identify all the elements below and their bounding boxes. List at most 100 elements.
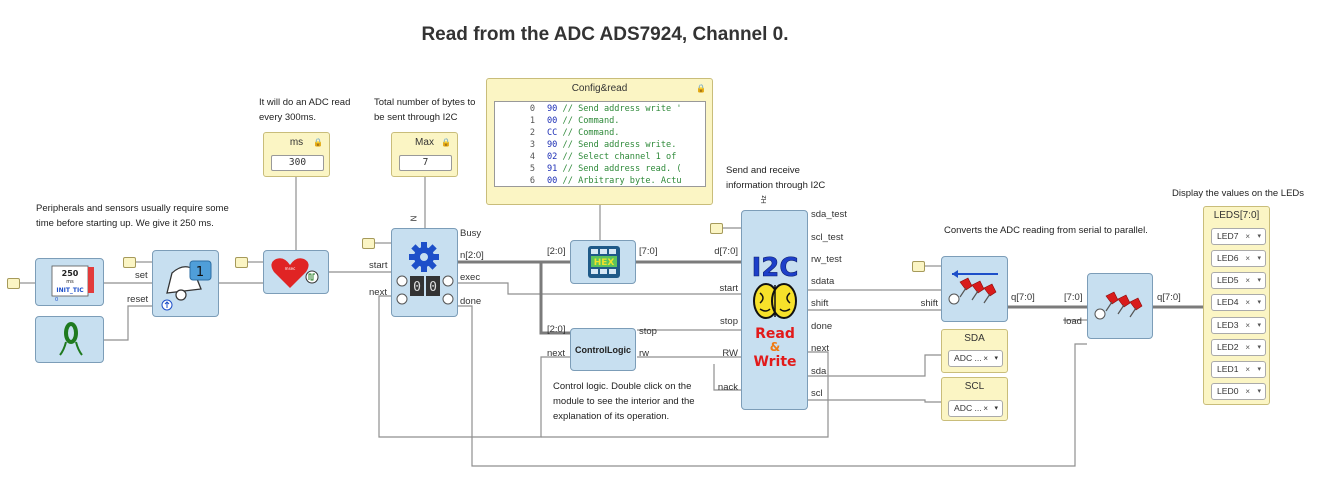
parallel-register-block[interactable]	[1087, 273, 1153, 339]
chevron-down-icon[interactable]: ▾	[994, 355, 998, 362]
ms-param[interactable]: ms🔒 300	[263, 132, 330, 177]
scl-select-value: ADC ...	[954, 403, 982, 413]
control-logic-block[interactable]: ControlLogic	[570, 328, 636, 371]
clear-icon[interactable]: ×	[1245, 365, 1250, 374]
input-port-box[interactable]	[123, 257, 136, 268]
clear-icon[interactable]: ×	[983, 354, 988, 363]
startup-sensor-block[interactable]	[35, 316, 104, 363]
led-select[interactable]: LED4×▾	[1211, 294, 1266, 311]
chevron-down-icon[interactable]: ▾	[1257, 255, 1261, 262]
code-comment: // Command.	[562, 116, 620, 126]
port-stop: stop	[639, 326, 657, 337]
port-bus-7-0: [7:0]	[1064, 292, 1083, 303]
bell-icon: 1	[161, 260, 212, 311]
port-busy: Busy	[460, 228, 482, 239]
chevron-down-icon[interactable]: ▾	[1257, 366, 1261, 373]
port-q: q[7:0]	[1011, 292, 1035, 303]
i2c-block[interactable]: I2C Read & Write	[741, 210, 808, 410]
line-number: 4	[529, 152, 535, 162]
code-comment: // Select channel 1 of	[562, 152, 677, 162]
startup-comment: Peripherals and sensors usually require …	[36, 203, 229, 229]
clear-icon[interactable]: ×	[1245, 387, 1250, 396]
line-number: 0	[529, 104, 535, 114]
init-timer-block[interactable]: 250 ms INIT_TIC 0	[35, 258, 104, 306]
port-nack: nack	[717, 382, 738, 393]
led-select[interactable]: LED3×▾	[1211, 317, 1266, 334]
chevron-down-icon[interactable]: ▾	[1257, 344, 1261, 351]
adc-period-comment: It will do an ADC read every 300ms.	[259, 97, 351, 123]
chevron-down-icon[interactable]: ▾	[1257, 322, 1261, 329]
led-select[interactable]: LED6×▾	[1211, 250, 1266, 267]
port-scl-test: scl_test	[811, 232, 844, 243]
input-port-box[interactable]	[912, 261, 925, 272]
clear-icon[interactable]: ×	[1245, 276, 1250, 285]
chevron-down-icon[interactable]: ▾	[1257, 299, 1261, 306]
hex-value: 02	[547, 152, 558, 162]
hex-value: 90	[547, 104, 558, 114]
sda-output[interactable]: SDA ADC ... × ▾	[941, 329, 1008, 373]
clear-icon[interactable]: ×	[1245, 232, 1250, 241]
led-select[interactable]: LED0×▾	[1211, 383, 1266, 400]
input-port-box[interactable]	[362, 238, 375, 249]
scl-output[interactable]: SCL ADC ... × ▾	[941, 377, 1008, 421]
port-rw: RW	[722, 348, 738, 359]
port-next: next	[547, 348, 565, 359]
port-scl: scl	[811, 388, 823, 399]
ms-value[interactable]: 300	[271, 155, 324, 171]
port-n: n[2:0]	[460, 250, 484, 261]
counter-block[interactable]: 0 0	[391, 228, 458, 317]
display-comment: Display the values on the LEDs	[1172, 188, 1305, 199]
port-shift: shift	[811, 298, 829, 309]
sda-select[interactable]: ADC ... × ▾	[948, 350, 1003, 367]
clear-icon[interactable]: ×	[1245, 298, 1250, 307]
input-port-box[interactable]	[710, 223, 723, 234]
port-d: d[7:0]	[714, 246, 738, 257]
line-number: 6	[529, 176, 535, 186]
chevron-down-icon[interactable]: ▾	[1257, 388, 1261, 395]
code-comment: // Send address write.	[562, 140, 677, 150]
code-comment: // Send address write '	[562, 104, 682, 114]
chevron-down-icon[interactable]: ▾	[1257, 233, 1261, 240]
led-label: LED7	[1217, 231, 1239, 241]
clear-icon[interactable]: ×	[1245, 254, 1250, 263]
input-port-box[interactable]	[235, 257, 248, 268]
max-value[interactable]: 7	[399, 155, 452, 171]
max-param-label: Max	[415, 137, 434, 148]
rom-block[interactable]: HEX	[570, 240, 636, 284]
heartbeat-block[interactable]: msec	[263, 250, 329, 294]
input-port-box[interactable]	[7, 278, 20, 289]
control-logic-label: ControlLogic	[575, 344, 631, 355]
chevron-down-icon[interactable]: ▾	[1257, 277, 1261, 284]
port-next: next	[811, 343, 829, 354]
leds-output[interactable]: LEDS[7:0] LED7×▾ LED6×▾ LED5×▾ LED4×▾ LE…	[1203, 206, 1270, 405]
led-select[interactable]: LED5×▾	[1211, 272, 1266, 289]
clear-icon[interactable]: ×	[1245, 343, 1250, 352]
svg-text:0: 0	[55, 297, 58, 303]
ms-param-label: ms	[289, 137, 304, 148]
send-receive-comment: Send and receive information through I2C	[726, 165, 826, 191]
svg-text:1: 1	[196, 265, 204, 280]
led-select[interactable]: LED7 × ▾	[1211, 228, 1266, 245]
line-number: 5	[529, 164, 535, 174]
max-param[interactable]: Max🔒 7	[391, 132, 458, 177]
port-sdata: sdata	[811, 276, 835, 287]
clear-icon[interactable]: ×	[1245, 321, 1250, 330]
scl-select[interactable]: ADC ... × ▾	[948, 400, 1003, 417]
rs-flipflop-block[interactable]: 1	[152, 250, 219, 317]
port-bus-2-0: [2:0]	[547, 324, 566, 335]
svg-text:Read: Read	[755, 326, 795, 342]
port-q: q[7:0]	[1157, 292, 1181, 303]
chevron-down-icon[interactable]: ▾	[994, 405, 998, 412]
led-select[interactable]: LED1×▾	[1211, 361, 1266, 378]
svg-text:ms: ms	[66, 279, 74, 285]
line-number: 2	[529, 128, 535, 138]
clear-icon[interactable]: ×	[983, 404, 988, 413]
code-comment: // Command.	[562, 128, 620, 138]
shift-register-block[interactable]	[941, 256, 1008, 322]
led-select[interactable]: LED2×▾	[1211, 339, 1266, 356]
